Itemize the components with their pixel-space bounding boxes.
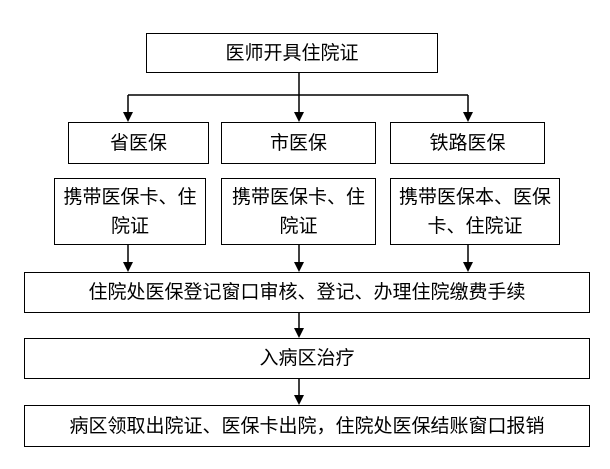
node-discharge: 病区领取出院证、医保卡出院，住院处医保结账窗口报销	[24, 405, 590, 447]
node-doctor-issues-admission: 医师开具住院证	[146, 33, 438, 73]
node-treatment: 入病区治疗	[24, 338, 590, 379]
node-registration: 住院处医保登记窗口审核、登记、办理住院缴费手续	[24, 272, 590, 313]
node-city-insurance: 市医保	[221, 122, 376, 164]
node-provincial-insurance: 省医保	[68, 122, 209, 164]
node-railway-items: 携带医保本、医保卡、住院证	[390, 178, 560, 245]
node-railway-insurance: 铁路医保	[390, 122, 545, 164]
node-provincial-items: 携带医保卡、住院证	[54, 178, 206, 245]
node-city-items: 携带医保卡、住院证	[221, 178, 376, 245]
